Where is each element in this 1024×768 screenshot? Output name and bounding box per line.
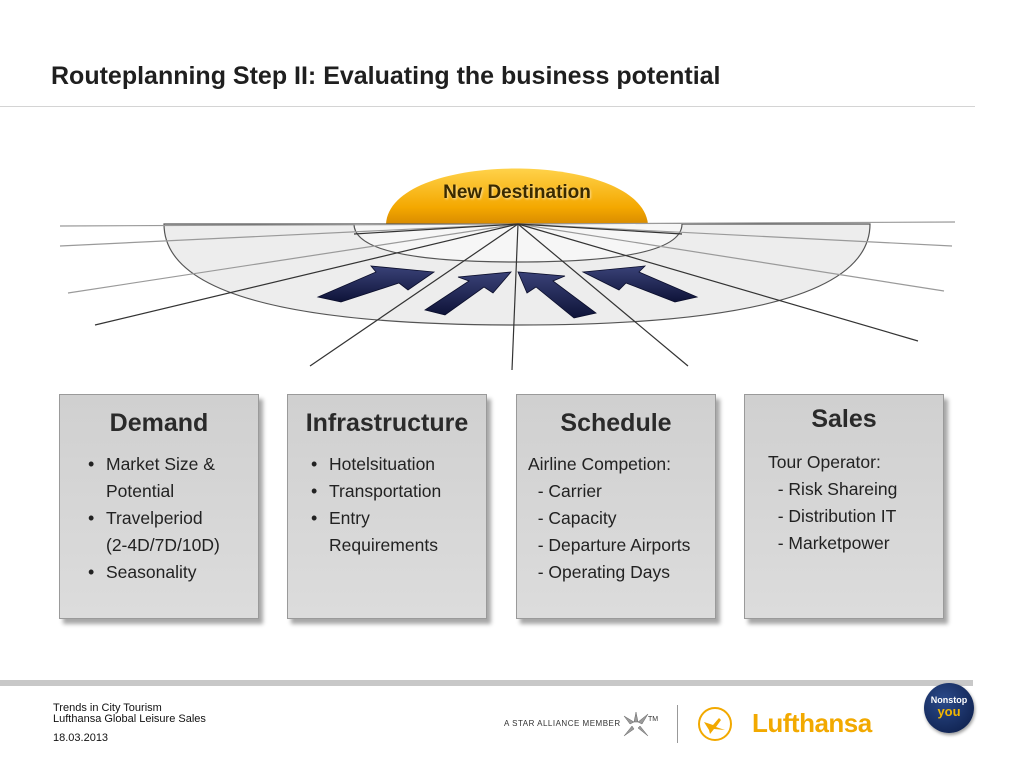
list-item: Potential [106, 481, 175, 501]
list-item: Transportation [309, 478, 441, 505]
list-item: Market Size & [86, 451, 220, 478]
title-divider [0, 106, 975, 107]
nonstop-you-badge: Nonstop you [924, 683, 974, 733]
list-item: (2-4D/7D/10D) [106, 535, 220, 555]
arrow-3 [517, 271, 597, 319]
inner-half-ring [353, 223, 683, 263]
schedule-line: - Operating Days [528, 562, 670, 582]
footer-line1: Trends in City Tourism [53, 702, 162, 714]
sales-line: Tour Operator: [768, 452, 881, 472]
logo-divider [677, 705, 678, 743]
arrows [316, 265, 699, 319]
schedule-line: - Capacity [528, 508, 617, 528]
badge-line1: Nonstop [930, 695, 968, 705]
sales-text: Tour Operator: - Risk Shareing - Distrib… [768, 449, 897, 557]
list-item: Travelperiod [86, 505, 220, 532]
badge-line2: you [937, 704, 961, 719]
list-item: Requirements [329, 535, 438, 555]
schedule-line: Airline Competion: [528, 454, 671, 474]
slide-title: Routeplanning Step II: Evaluating the bu… [51, 62, 721, 90]
crane-logo-icon [698, 707, 732, 741]
footer-divider [0, 680, 973, 686]
new-destination-label: New Destination [443, 182, 591, 203]
horizon-lines [59, 221, 956, 294]
list-item: Entry [309, 505, 441, 532]
sales-box: Sales Tour Operator: - Risk Shareing - D… [744, 394, 944, 619]
ray-lines [94, 223, 919, 371]
schedule-title: Schedule [560, 409, 672, 437]
demand-box: Demand Market Size & Potential Travelper… [59, 394, 259, 619]
sales-line: - Distribution IT [768, 506, 897, 526]
infrastructure-list: Hotelsituation Transportation Entry Requ… [309, 451, 441, 559]
lufthansa-wordmark: Lufthansa [752, 708, 872, 738]
infrastructure-box: Infrastructure Hotelsituation Transporta… [287, 394, 487, 619]
demand-title: Demand [109, 409, 209, 437]
list-item: Hotelsituation [309, 451, 441, 478]
schedule-text: Airline Competion: - Carrier - Capacity … [528, 451, 690, 586]
sales-line: - Risk Shareing [768, 479, 898, 499]
arrow-1 [316, 265, 436, 303]
demand-list: Market Size & Potential Travelperiod (2-… [86, 451, 220, 586]
schedule-line: - Carrier [528, 481, 602, 501]
infrastructure-title: Infrastructure [305, 409, 469, 437]
footer-date: 18.03.2013 [53, 732, 109, 744]
footer-line2: Lufthansa Global Leisure Sales [53, 713, 206, 725]
tm-mark: TM [648, 716, 659, 723]
star-alliance-icon [623, 711, 649, 737]
schedule-box: Schedule Airline Competion: - Carrier - … [516, 394, 716, 619]
destination-diagram [59, 168, 956, 371]
arrow-4 [581, 265, 699, 303]
arrow-2 [424, 271, 512, 316]
sales-title: Sales [811, 405, 877, 433]
star-alliance-text: A STAR ALLIANCE MEMBER [504, 719, 621, 728]
schedule-line: - Departure Airports [528, 535, 691, 555]
sales-line: - Marketpower [768, 533, 890, 553]
dome [386, 168, 648, 224]
list-item: Seasonality [86, 559, 220, 586]
